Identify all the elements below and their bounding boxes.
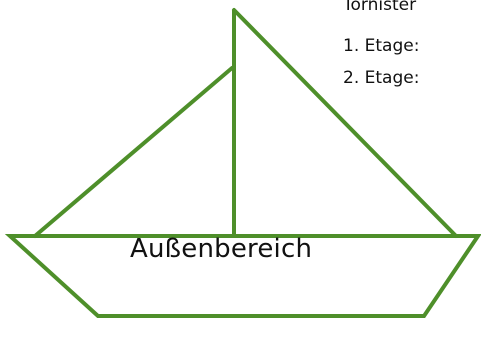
note-line-2: 2. Etage: xyxy=(343,68,420,88)
note-line-1: 1. Etage: xyxy=(343,36,420,56)
boat-label: Außenbereich xyxy=(130,234,313,264)
main-sail-edge xyxy=(232,8,458,238)
note-title: Tornister xyxy=(343,0,417,15)
jib-sail-edge xyxy=(33,66,234,238)
boat-hull xyxy=(4,234,481,318)
